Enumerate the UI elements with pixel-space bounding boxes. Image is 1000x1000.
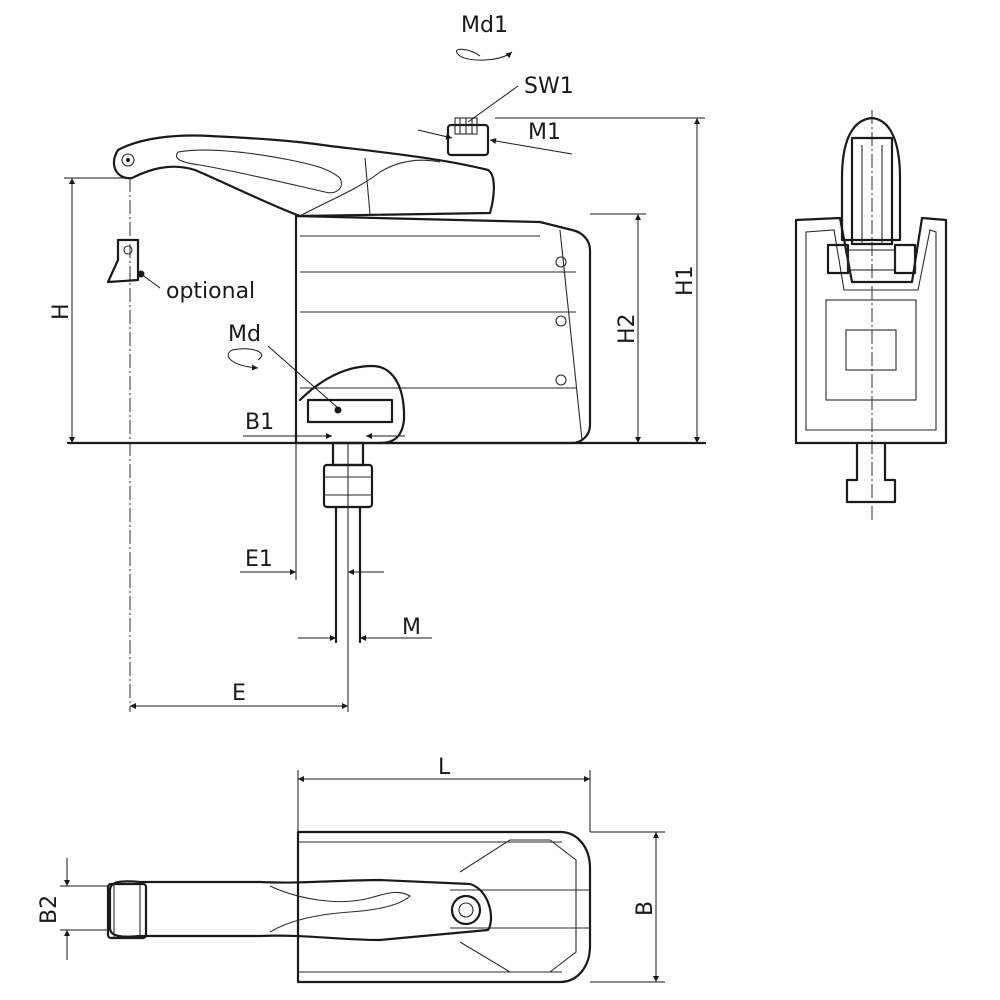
adjusting-screw: [446, 123, 490, 157]
handle-lever: [112, 134, 495, 218]
md1-rotation-arrow: [456, 48, 513, 61]
label-b: B: [633, 901, 658, 916]
dimension-labels: Md1 SW1 M1 optional H Md B1 H2 H1 E1 M E…: [37, 13, 698, 924]
side-view: [66, 117, 707, 712]
optional-bracket: [106, 238, 140, 284]
end-view: [794, 110, 948, 520]
label-m: M: [402, 615, 421, 640]
dimensions: [60, 48, 705, 983]
label-m1: M1: [528, 120, 561, 145]
label-h2: H2: [615, 313, 640, 344]
label-sw1: SW1: [524, 74, 574, 99]
label-md1: Md1: [461, 13, 508, 38]
label-optional: optional: [166, 279, 255, 304]
label-h: H: [49, 303, 74, 320]
label-b2: B2: [37, 895, 62, 924]
label-e: E: [232, 681, 246, 706]
label-l: L: [438, 755, 451, 780]
clamp-body: [294, 214, 592, 445]
label-b1: B1: [245, 410, 274, 435]
label-e1: E1: [245, 547, 273, 572]
end-view-body: [794, 216, 948, 445]
top-view: [106, 830, 592, 984]
label-md: Md: [228, 322, 261, 347]
top-view-body: [296, 830, 592, 984]
top-view-lever: [108, 878, 493, 942]
label-h1: H1: [673, 265, 698, 296]
